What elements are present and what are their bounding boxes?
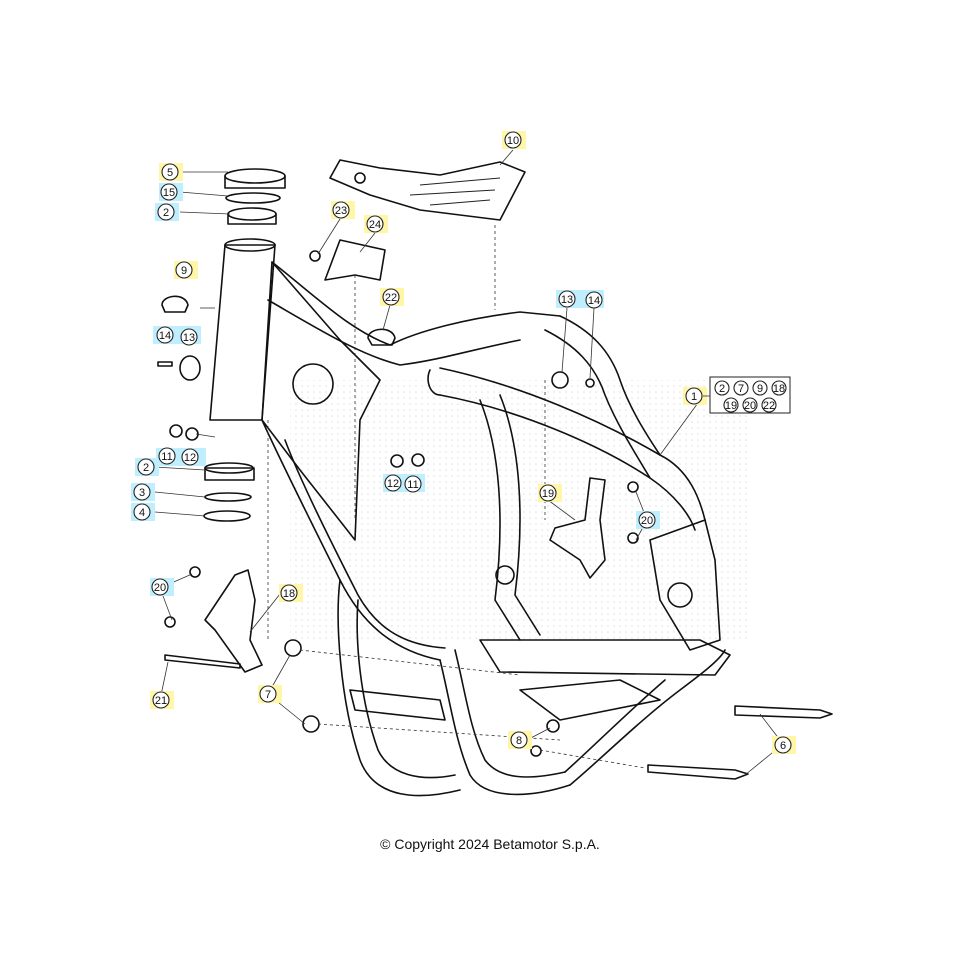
svg-text:9: 9 [181, 265, 187, 277]
kit-item-19: 19 [723, 397, 739, 413]
callout-5: 5 [161, 163, 179, 181]
svg-text:4: 4 [139, 507, 145, 519]
callout-13-right: 13 [558, 290, 576, 308]
kit-item-7: 7 [733, 380, 749, 396]
clamp-22 [367, 328, 396, 346]
kit-box: 2 7 9 18 19 20 22 [703, 376, 791, 414]
callout-21: 21 [152, 691, 170, 709]
lower-bearing-stack [203, 462, 255, 522]
motorcycle-frame [261, 261, 731, 797]
callout-20-left: 20 [151, 578, 169, 596]
callout-12-left: 12 [181, 448, 199, 466]
svg-text:15: 15 [163, 187, 175, 199]
engine-bracket-19 [549, 477, 606, 579]
callout-11-right: 11 [404, 475, 422, 493]
svg-text:7: 7 [265, 689, 271, 701]
callout-7: 7 [259, 685, 277, 703]
svg-text:11: 11 [407, 479, 418, 491]
svg-text:9: 9 [757, 383, 763, 395]
callout-14-left: 14 [156, 326, 174, 344]
svg-text:13: 13 [561, 294, 573, 306]
callout-23: 23 [332, 201, 350, 219]
callout-20-right: 20 [638, 511, 656, 529]
callout-14-right: 14 [585, 291, 603, 309]
kit-item-22: 22 [761, 397, 777, 413]
callout-6: 6 [774, 736, 792, 754]
svg-text:19: 19 [725, 400, 737, 412]
svg-text:24: 24 [369, 219, 381, 231]
callout-12-right: 12 [384, 474, 402, 492]
svg-text:3: 3 [139, 487, 145, 499]
callout-22: 22 [382, 288, 400, 306]
svg-text:7: 7 [738, 383, 744, 395]
kit-item-2: 2 [714, 380, 730, 396]
svg-text:12: 12 [387, 478, 399, 490]
steering-head-tube [209, 238, 276, 421]
callout-9: 9 [175, 261, 193, 279]
svg-text:6: 6 [780, 740, 786, 752]
clamp-9 [161, 295, 189, 313]
svg-text:14: 14 [159, 330, 171, 342]
hardware [164, 250, 833, 780]
svg-text:13: 13 [183, 332, 195, 344]
svg-text:5: 5 [167, 167, 173, 179]
kit-item-18: 18 [771, 380, 787, 396]
svg-text:22: 22 [763, 400, 775, 412]
svg-text:22: 22 [385, 292, 397, 304]
svg-text:1: 1 [691, 391, 697, 403]
bracket-24 [324, 239, 386, 281]
engine-bracket-18 [204, 569, 263, 673]
callout-13-left: 13 [180, 328, 198, 346]
svg-text:23: 23 [335, 205, 347, 217]
callout-4: 4 [133, 503, 151, 521]
kit-item-20: 20 [742, 397, 758, 413]
copyright-notice: © Copyright 2024 Betamotor S.p.A. [380, 836, 600, 852]
callout-2-bottom: 2 [137, 458, 155, 476]
svg-text:14: 14 [588, 295, 600, 307]
svg-text:19: 19 [542, 488, 554, 500]
callout-15: 15 [160, 183, 178, 201]
svg-text:2: 2 [163, 207, 169, 219]
svg-text:20: 20 [641, 515, 653, 527]
callout-3: 3 [133, 483, 151, 501]
callouts: 5 15 2 10 23 24 9 22 14 13 13 14 1 11 12… [131, 131, 796, 754]
spacer-13-left [157, 355, 201, 381]
svg-text:10: 10 [507, 135, 519, 147]
svg-text:8: 8 [516, 735, 522, 747]
svg-text:20: 20 [154, 582, 166, 594]
callout-24: 24 [366, 215, 384, 233]
callout-19: 19 [539, 484, 557, 502]
svg-text:2: 2 [719, 383, 725, 395]
callout-2-top: 2 [157, 203, 175, 221]
kit-item-9: 9 [752, 380, 768, 396]
callout-11-left: 11 [158, 447, 176, 465]
svg-text:11: 11 [161, 451, 172, 463]
callout-1: 1 [685, 387, 703, 405]
svg-text:2: 2 [143, 462, 149, 474]
svg-text:18: 18 [283, 588, 295, 600]
svg-text:20: 20 [744, 400, 756, 412]
callout-8: 8 [510, 731, 528, 749]
svg-text:18: 18 [773, 383, 785, 395]
callout-18: 18 [280, 584, 298, 602]
upper-bearing-stack [224, 168, 286, 225]
svg-text:12: 12 [184, 452, 196, 464]
callout-10: 10 [504, 131, 522, 149]
rear-sub-bracket [329, 159, 526, 221]
svg-text:21: 21 [155, 695, 167, 707]
